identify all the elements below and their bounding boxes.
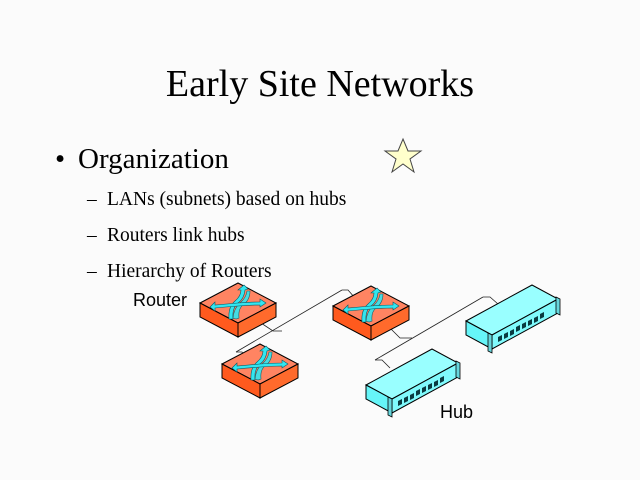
- sub-bullet-text: Routers link hubs: [107, 225, 245, 246]
- sub-bullet-marker: –: [87, 225, 97, 246]
- link-router-center-hub: [387, 325, 412, 339]
- router-bottom: [221, 343, 299, 399]
- link-hub-bottom: [375, 359, 391, 369]
- router-center: [332, 285, 410, 341]
- link-hub-backbone: [374, 296, 484, 361]
- router-label: Router: [133, 290, 188, 310]
- sub-bullet-text: Hierarchy of Routers: [107, 261, 272, 282]
- sub-bullet-marker: –: [87, 189, 97, 210]
- link-hub-right: [483, 296, 499, 305]
- sub-bullet-marker: –: [87, 261, 97, 282]
- hub-right: [465, 284, 561, 354]
- bullet-text: Organization: [78, 143, 229, 175]
- sub-bullet-text: LANs (subnets) based on hubs: [107, 189, 347, 210]
- link-router-backbone: [235, 289, 343, 353]
- hub-label: Hub: [440, 402, 474, 422]
- router-top-left: [199, 282, 277, 338]
- slide-title: Early Site Networks: [165, 63, 475, 105]
- bullet-marker: •: [55, 143, 66, 175]
